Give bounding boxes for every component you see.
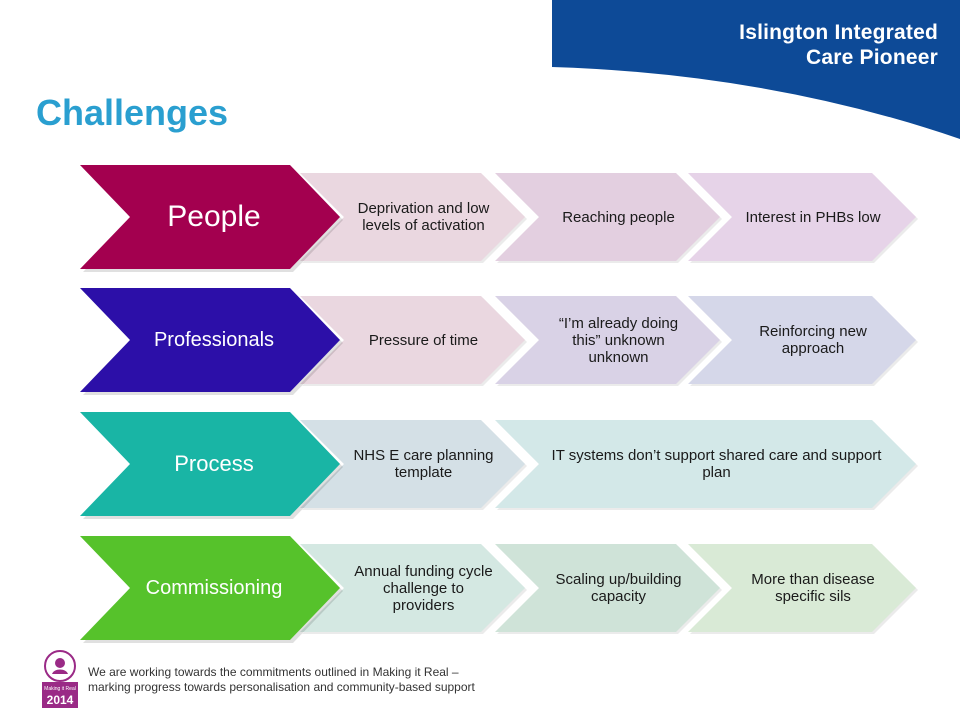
challenge-text: More than disease specific sils (751, 571, 875, 605)
challenge-text: Annual funding cycle challenge to provid… (354, 562, 493, 614)
challenge-text: Deprivation and low levels of activation (357, 200, 490, 234)
row-head-shape (80, 288, 340, 392)
footer-text: We are working towards the commitments o… (88, 665, 608, 695)
challenge-chevron-shape (688, 296, 916, 384)
challenge-chevron (300, 420, 527, 510)
row-head-shape (80, 165, 340, 269)
challenge-chevron (300, 296, 527, 386)
badge-label: Making it Real (44, 686, 76, 692)
header-banner (551, 0, 960, 140)
row-head-chevron (80, 412, 343, 519)
row-head-shape (80, 536, 340, 640)
challenge-chevron-shape (495, 296, 720, 384)
challenge-text: IT systems don’t support shared care and… (551, 447, 882, 481)
challenge-chevron (300, 544, 527, 634)
challenge-chevron-shape (300, 420, 525, 508)
challenge-chevron-shape (495, 173, 720, 261)
challenge-chevron-shape (495, 420, 916, 508)
challenge-chevron-shape (495, 544, 720, 632)
challenge-chevron-shape (300, 296, 525, 384)
challenge-chevron (495, 173, 722, 263)
challenge-text: Scaling up/building capacity (555, 571, 682, 605)
row-head-label: People (167, 200, 261, 233)
challenge-text: Pressure of time (368, 331, 479, 349)
badge-year: 2014 (47, 693, 74, 707)
row-head-label: Commissioning (145, 576, 283, 599)
row-head-chevron (80, 536, 343, 643)
row-head-label: Process (174, 451, 254, 476)
brand-line-1: Islington Integrated (739, 21, 938, 44)
challenge-text: Interest in PHBs low (745, 208, 881, 226)
footer-line-1: We are working towards the commitments o… (88, 665, 459, 679)
challenge-chevron-shape (300, 173, 525, 261)
challenge-chevron (688, 544, 918, 634)
challenge-chevron (688, 173, 918, 263)
row-head-shape (80, 412, 340, 516)
brand-line-2: Care Pioneer (806, 46, 938, 69)
brand-logo-text: Islington Integrated Care Pioneer (739, 20, 938, 70)
challenge-text: “I’m already doing this” unknown unknown (558, 314, 679, 366)
challenge-text: NHS E care planning template (353, 447, 494, 481)
row-head-label: Professionals (153, 328, 275, 351)
challenge-chevron (495, 544, 722, 634)
challenge-chevron (495, 296, 722, 386)
challenge-chevron (300, 173, 527, 263)
challenge-text: Reaching people (562, 208, 675, 226)
row-head-chevron (80, 288, 343, 395)
challenge-chevron-shape (688, 544, 916, 632)
challenge-chevron-shape (688, 173, 916, 261)
challenge-chevron (495, 420, 918, 510)
page-title: Challenges (36, 92, 229, 133)
challenge-text: Reinforcing new approach (759, 323, 867, 357)
footer-line-2: marking progress towards personalisation… (88, 680, 475, 694)
row-head-chevron (80, 165, 343, 272)
footer: Making it Real 2014 We are working towar… (40, 650, 640, 710)
challenge-chevron (688, 296, 918, 386)
making-it-real-badge-icon: Making it Real 2014 (42, 650, 78, 708)
challenge-chevron-shape (300, 544, 525, 632)
